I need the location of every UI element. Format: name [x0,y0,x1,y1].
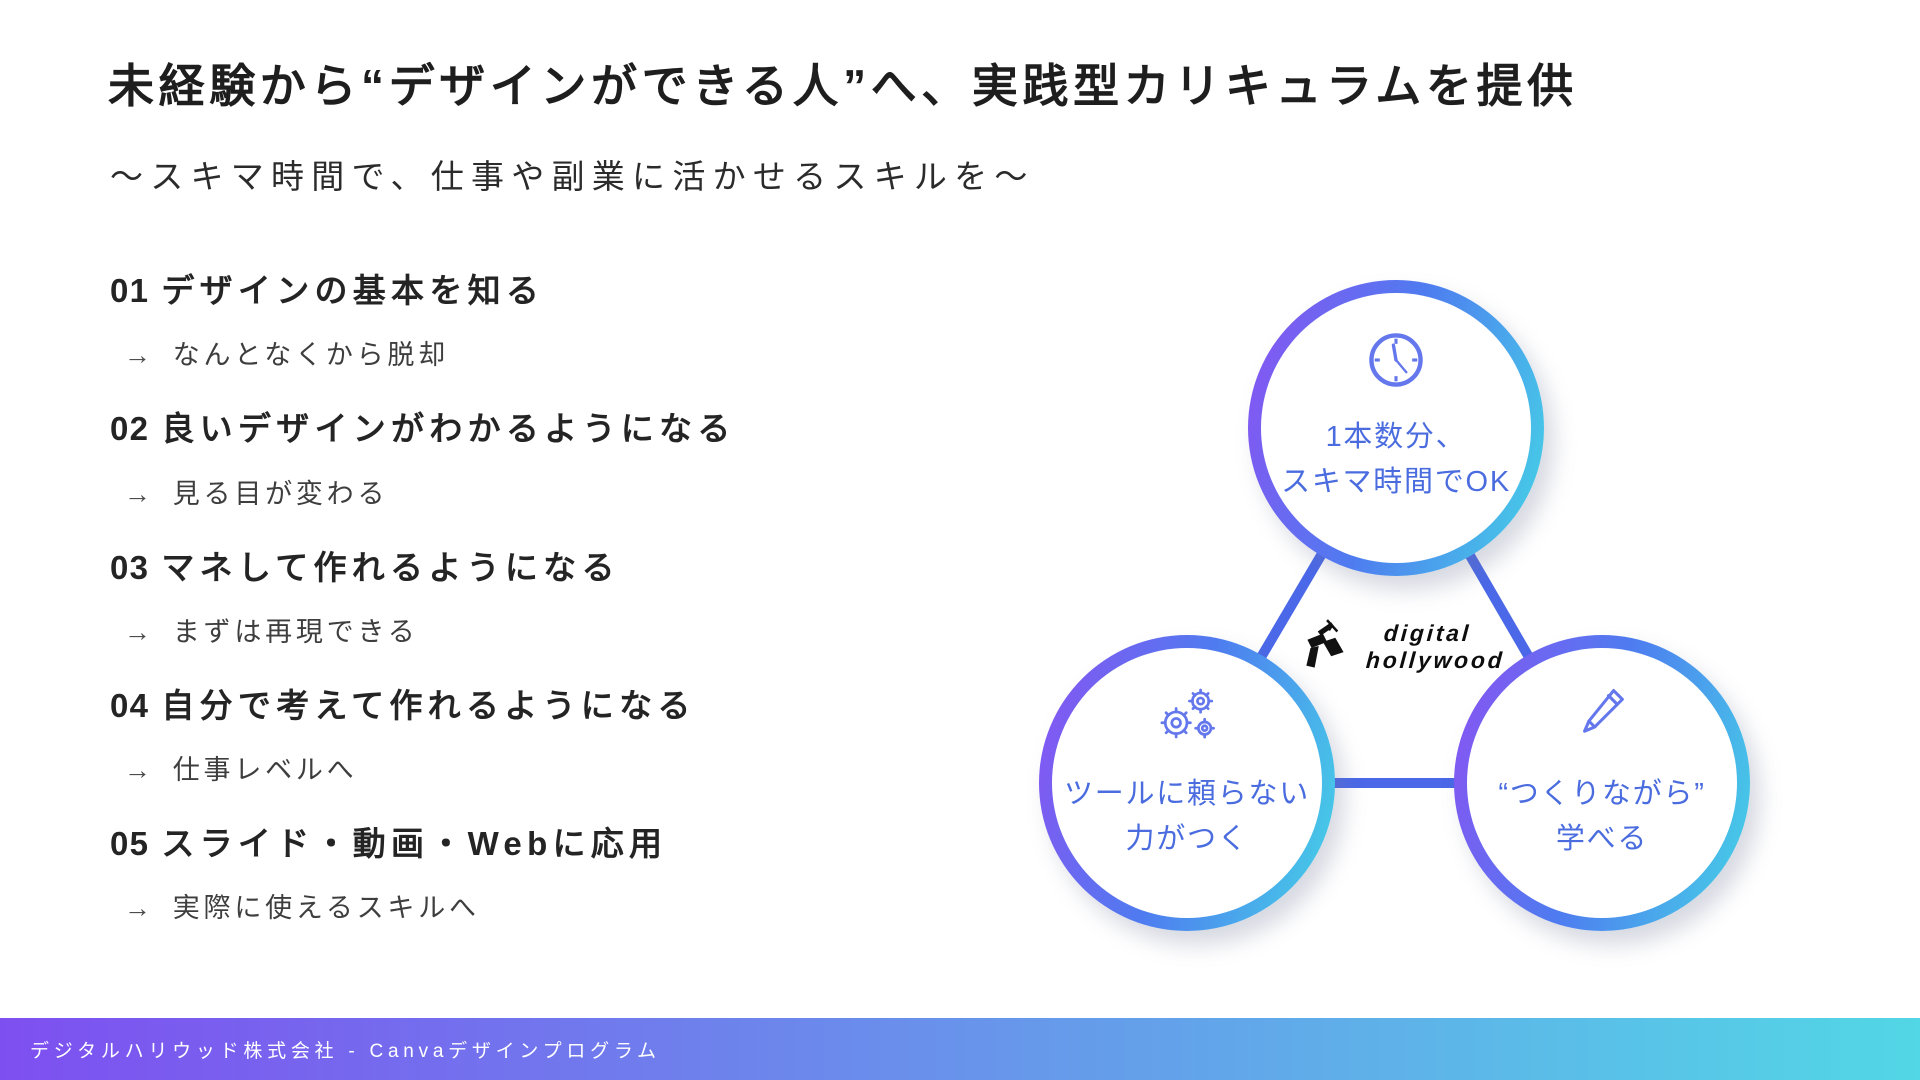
step-detail: → 見る目が変わる [110,472,736,511]
step-detail: → 仕事レベルへ [110,748,736,787]
curriculum-step-list: 01 デザインの基本を知る → なんとなくから脱却 02 良いデザインがわかるようにな… [110,270,736,961]
arrow-icon: → [124,340,155,371]
diagram-node-skill: ツールに頼らない 力がつく [1039,635,1335,931]
step-title: スライド・動画・Webに応用 [161,825,668,862]
node-label-line1: “つくりながら” [1498,778,1706,810]
diagram-node-learning: “つくりながら” 学べる [1454,635,1750,931]
step-detail-text: 実際に使えるスキルへ [172,893,480,924]
page-title: 未経験から“デザインができる人”へ、実践型カリキュラムを提供 [108,60,1578,112]
step-heading: 02 良いデザインがわかるようになる [110,408,736,449]
step-detail-text: なんとなくから脱却 [172,340,449,371]
step-title: デザインの基本を知る [161,272,545,309]
pen-icon [1583,689,1624,733]
list-item: 04 自分で考えて作れるようになる → 仕事レベルへ [110,685,736,787]
step-heading: 04 自分で考えて作れるようになる [110,685,736,726]
arrow-icon: → [124,755,155,785]
node-inner: “つくりながら” 学べる [1467,648,1737,918]
logo-text-line1: digital [1383,619,1472,646]
footer-bar: デジタルハリウッド株式会社 - Canvaデザインプログラム [0,1018,1920,1080]
step-detail-text: 見る目が変わる [172,478,389,509]
node-label: ツールに頼らない 力がつく [1064,772,1310,862]
node-label-line2: スキマ時間でOK [1281,465,1511,498]
node-label-line2: 力がつく [1125,822,1249,855]
page-subtitle: 〜スキマ時間で、仕事や副業に活かせるスキルを〜 [110,158,1035,195]
step-title: 自分で考えて作れるようになる [161,686,696,724]
node-label: “つくりながら” 学べる [1498,772,1705,862]
digital-hollywood-logo: digital hollywood [1295,614,1506,680]
step-number: 02 [110,410,150,448]
step-title: 良いデザインがわかるようになる [161,410,736,448]
diagram-node-time: 1本数分、 スキマ時間でOK [1248,280,1544,576]
step-detail-text: まずは再現できる [172,616,419,647]
footer-text: デジタルハリウッド株式会社 - Canvaデザインプログラム [30,1040,661,1062]
logo-text-line2: hollywood [1365,647,1506,673]
step-number: 03 [110,548,150,586]
list-item: 05 スライド・動画・Webに応用 → 実際に使えるスキルへ [110,823,736,925]
step-number: 01 [110,272,150,309]
node-label-line1: ツールに頼らない [1064,778,1310,810]
list-item: 01 デザインの基本を知る → なんとなくから脱却 [110,270,736,372]
step-title: マネして作れるようになる [161,548,620,586]
list-item: 02 良いデザインがわかるようになる → 見る目が変わる [110,408,736,510]
step-detail: → なんとなくから脱却 [110,333,736,372]
step-detail-text: 仕事レベルへ [172,755,358,785]
node-inner: 1本数分、 スキマ時間でOK [1261,293,1531,563]
digital-hollywood-logo-text: digital hollywood [1365,620,1507,674]
step-heading: 01 デザインの基本を知る [110,270,736,311]
step-number: 04 [110,686,150,724]
gears-icon [1160,688,1215,739]
arrow-icon: → [124,616,155,647]
clock-icon [1369,333,1423,387]
arrow-icon: → [124,893,155,924]
step-number: 05 [110,825,150,862]
digital-hollywood-logo-mark [1306,619,1344,668]
list-item: 03 マネして作れるようになる → まずは再現できる [110,547,736,649]
step-detail: → まずは再現できる [110,610,736,649]
node-inner: ツールに頼らない 力がつく [1052,648,1322,918]
node-label: 1本数分、 スキマ時間でOK [1281,415,1511,505]
step-detail: → 実際に使えるスキルへ [110,886,736,925]
node-label-line2: 学べる [1555,822,1649,855]
node-label-line1: 1本数分、 [1325,421,1467,453]
arrow-icon: → [124,478,155,509]
step-heading: 03 マネして作れるようになる [110,547,736,588]
step-heading: 05 スライド・動画・Webに応用 [110,823,736,864]
